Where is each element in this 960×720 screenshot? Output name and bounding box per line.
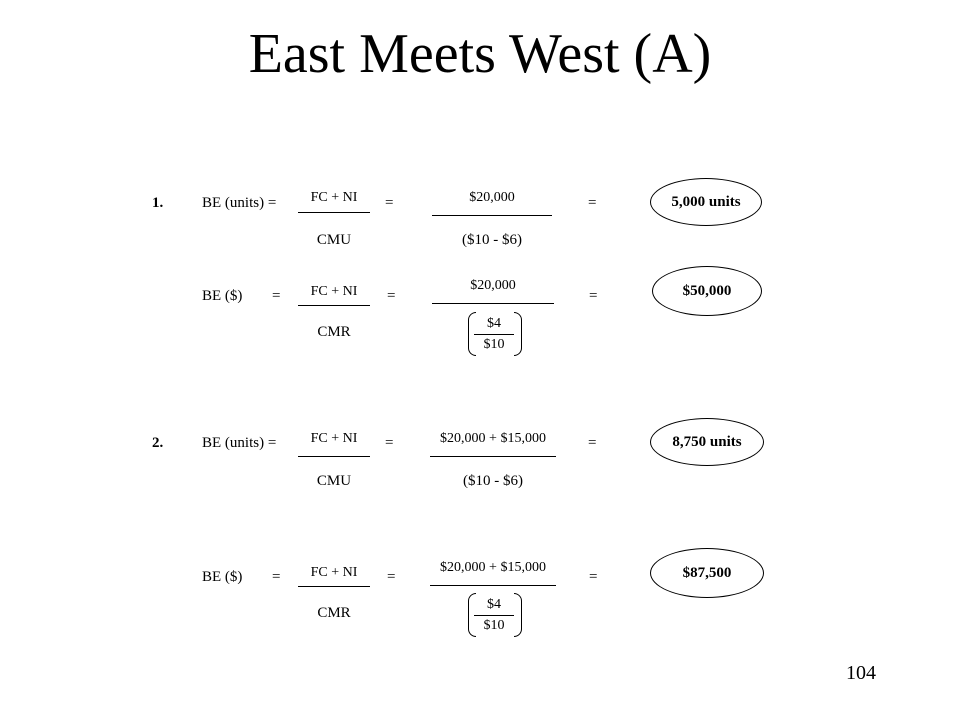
result-oval: $87,500 [650,548,764,598]
value-denominator: ($10 - $6) [463,473,523,489]
equals-sign: = [385,435,394,451]
formula-denominator: CMU [316,232,352,248]
formula-denominator: CMR [317,324,351,340]
fraction-bar [298,305,370,306]
equals-sign: = [588,435,597,451]
equals-sign: = [272,569,281,585]
page-number: 104 [846,662,876,684]
fraction-bar [430,456,556,457]
ratio-numerator: $4 [487,316,501,331]
value-denominator: ($10 - $6) [462,232,522,248]
formula-numerator: FC + NI [310,431,358,446]
value-numerator: $20,000 + $15,000 [440,431,546,446]
result-value: $50,000 [682,282,732,299]
value-numerator: $20,000 [469,190,515,205]
ratio-bar [474,334,514,335]
fraction-bar [298,586,370,587]
fraction-bar [430,585,556,586]
equals-sign: = [272,288,281,304]
be-units-label: BE (units) = [202,435,277,451]
equals-sign: = [588,195,597,211]
result-value: 8,750 units [672,433,742,450]
value-numerator: $20,000 [470,278,516,293]
equals-sign: = [385,195,394,211]
fraction-bar [432,303,554,304]
equals-sign: = [387,288,396,304]
problem-number: 2. [152,435,164,451]
formula-numerator: FC + NI [310,190,358,205]
right-bracket [514,312,522,356]
ratio-numerator: $4 [487,597,501,612]
result-oval: 8,750 units [650,418,764,466]
fraction-bar [298,212,370,213]
equals-sign: = [387,569,396,585]
equals-sign: = [589,569,598,585]
formula-denominator: CMU [316,473,352,489]
be-dollars-label: BE ($) [202,288,243,304]
formula-numerator: FC + NI [310,284,358,299]
ratio-bar [474,615,514,616]
problem-number: 1. [152,195,164,211]
formula-denominator: CMR [317,605,351,621]
fraction-bar [298,456,370,457]
result-oval: $50,000 [652,266,762,316]
result-oval: 5,000 units [650,178,762,226]
be-units-label: BE (units) = [202,195,277,211]
slide-title: East Meets West (A) [248,23,712,85]
value-numerator: $20,000 + $15,000 [440,560,546,575]
be-dollars-label: BE ($) [202,569,243,585]
result-value: 5,000 units [671,193,741,210]
right-bracket [514,593,522,637]
ratio-denominator: $10 [483,618,505,633]
result-value: $87,500 [682,564,732,581]
fraction-bar [432,215,552,216]
formula-numerator: FC + NI [310,565,358,580]
ratio-denominator: $10 [483,337,505,352]
equals-sign: = [589,288,598,304]
